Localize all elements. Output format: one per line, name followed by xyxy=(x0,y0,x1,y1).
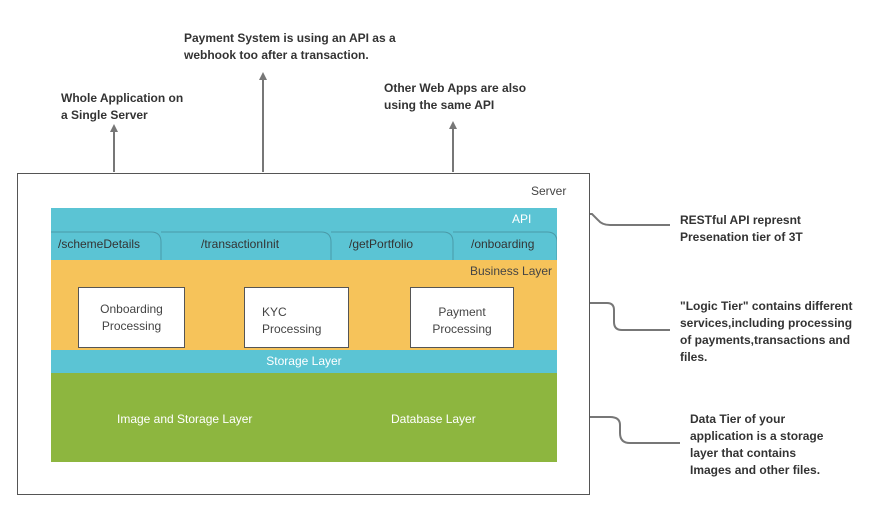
onboarding-processing-label: Onboarding Processing xyxy=(100,302,163,333)
note-data-tier: Data Tier of your application is a stora… xyxy=(690,412,824,477)
note-webhook: Payment System is using an API as a webh… xyxy=(184,31,396,62)
note-other-web-apps: Other Web Apps are also using the same A… xyxy=(384,81,527,112)
api-label: API xyxy=(512,212,532,226)
connector-data xyxy=(559,413,680,444)
storage-layer xyxy=(51,350,557,373)
storage-layer-label: Storage Layer xyxy=(266,354,342,368)
connector-api xyxy=(559,210,670,226)
note-single-server: Whole Application on a Single Server xyxy=(61,91,184,122)
endpoint-scheme-details: /schemeDetails xyxy=(58,237,141,251)
endpoint-transaction-init: /transactionInit xyxy=(201,237,280,251)
data-layer xyxy=(51,373,557,462)
kyc-processing-label: KYC Processing xyxy=(262,305,322,336)
endpoint-tabs xyxy=(51,231,557,260)
image-storage-layer-label: Image and Storage Layer xyxy=(117,412,253,426)
onboarding-processing-box xyxy=(78,287,185,348)
connector-logic xyxy=(559,299,670,331)
api-layer xyxy=(51,208,557,260)
endpoint-get-portfolio: /getPortfolio xyxy=(349,237,414,251)
kyc-processing-box xyxy=(244,287,349,348)
database-layer-label: Database Layer xyxy=(391,412,476,426)
payment-processing-box xyxy=(410,287,514,348)
endpoint-onboarding: /onboarding xyxy=(471,237,535,251)
business-layer-label: Business Layer xyxy=(470,264,553,278)
payment-processing-label: Payment Processing xyxy=(432,305,492,336)
server-label: Server xyxy=(531,184,567,198)
note-api-tier: RESTful API represnt Presenation tier of… xyxy=(680,213,803,244)
note-logic-tier: "Logic Tier" contains different services… xyxy=(680,299,853,364)
